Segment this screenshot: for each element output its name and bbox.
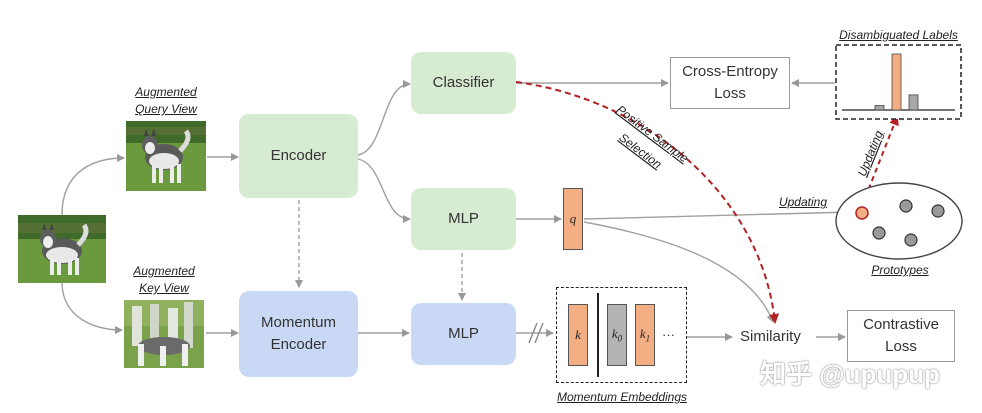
key-embedding-label: k [575,327,581,342]
cross-entropy-node: Cross-Entropy Loss [670,57,790,109]
updating-horizontal-label: Updating [778,195,828,209]
queue-embedding-k1: k1 [635,304,655,366]
prototype-point [931,204,945,218]
encoder-node: Encoder [239,114,358,198]
updating-vertical-label: Updating [855,128,886,178]
key-view-label-line2: Key View [139,281,189,295]
label-bar-0 [874,105,885,111]
mlp-key-label: MLP [448,325,479,342]
prototype-point [872,226,886,240]
momentum-encoder-label-line2: Encoder [270,336,327,353]
momentum-encoder-node: Momentum Encoder [239,291,358,377]
break-mark-1 [528,322,538,344]
label-bar-1 [891,53,902,111]
queue-embedding-k0: k0 [607,304,627,366]
contrastive-label-line2: Loss [885,338,917,355]
contrastive-label-line1: Contrastive [863,316,939,333]
query-view-label-line2: Query View [135,102,197,116]
query-view-label-line1: Augmented [135,85,197,99]
prototype-point [899,199,913,213]
similarity-label: Similarity [740,328,801,345]
mlp-query-node: MLP [411,188,516,250]
arrow-encoder-to-mlp [357,158,411,223]
arrow-q-to-similarity [583,221,775,323]
momentum-embeddings-label: Momentum Embeddings [556,390,688,404]
queue-ellipsis: ··· [662,327,675,342]
arrow-source-to-query [61,154,125,216]
disambiguated-labels-title: Disambiguated Labels [839,28,958,42]
arrow-encoder-to-classifier [357,80,411,156]
classifier-label: Classifier [432,74,495,91]
key-view-label-line1: Augmented [133,264,195,278]
mlp-query-label: MLP [448,210,479,227]
query-embedding-q: q [563,188,583,250]
prototype-anchor [855,206,869,220]
prototype-point [904,233,918,247]
cross-entropy-label-line1: Cross-Entropy [682,63,778,80]
positive-selection-arrow [515,81,780,324]
query-view-image [126,121,206,191]
query-view-label: Augmented Query View [126,84,206,118]
queue-embedding-k1-label: k1 [639,326,651,344]
source-image [18,215,106,283]
queue-embedding-k0-label: k0 [611,326,623,344]
break-mark-2 [534,322,544,344]
key-embedding-k: k [568,304,588,366]
watermark: 知乎 @upupup [760,359,940,389]
label-bar-2 [908,94,919,111]
mlp-key-node: MLP [411,303,516,365]
key-view-label: Augmented Key View [124,263,204,297]
contrastive-loss-node: Contrastive Loss [847,310,955,362]
prototypes-ellipse [835,182,963,260]
encoder-label: Encoder [270,147,327,164]
prototypes-label: Prototypes [871,263,929,277]
classifier-node: Classifier [411,52,516,114]
momentum-embeddings-frame [556,287,687,383]
arrow-source-to-key [61,281,123,334]
momentum-encoder-label-line1: Momentum [260,314,337,331]
query-embedding-label: q [569,211,577,226]
updating-red-arrow [861,115,899,207]
disambiguated-bar-chart [842,53,955,111]
queue-divider [597,293,599,377]
key-view-image [124,300,204,368]
arrow-q-to-prototypes [583,208,854,220]
cross-entropy-label-line2: Loss [714,85,746,102]
